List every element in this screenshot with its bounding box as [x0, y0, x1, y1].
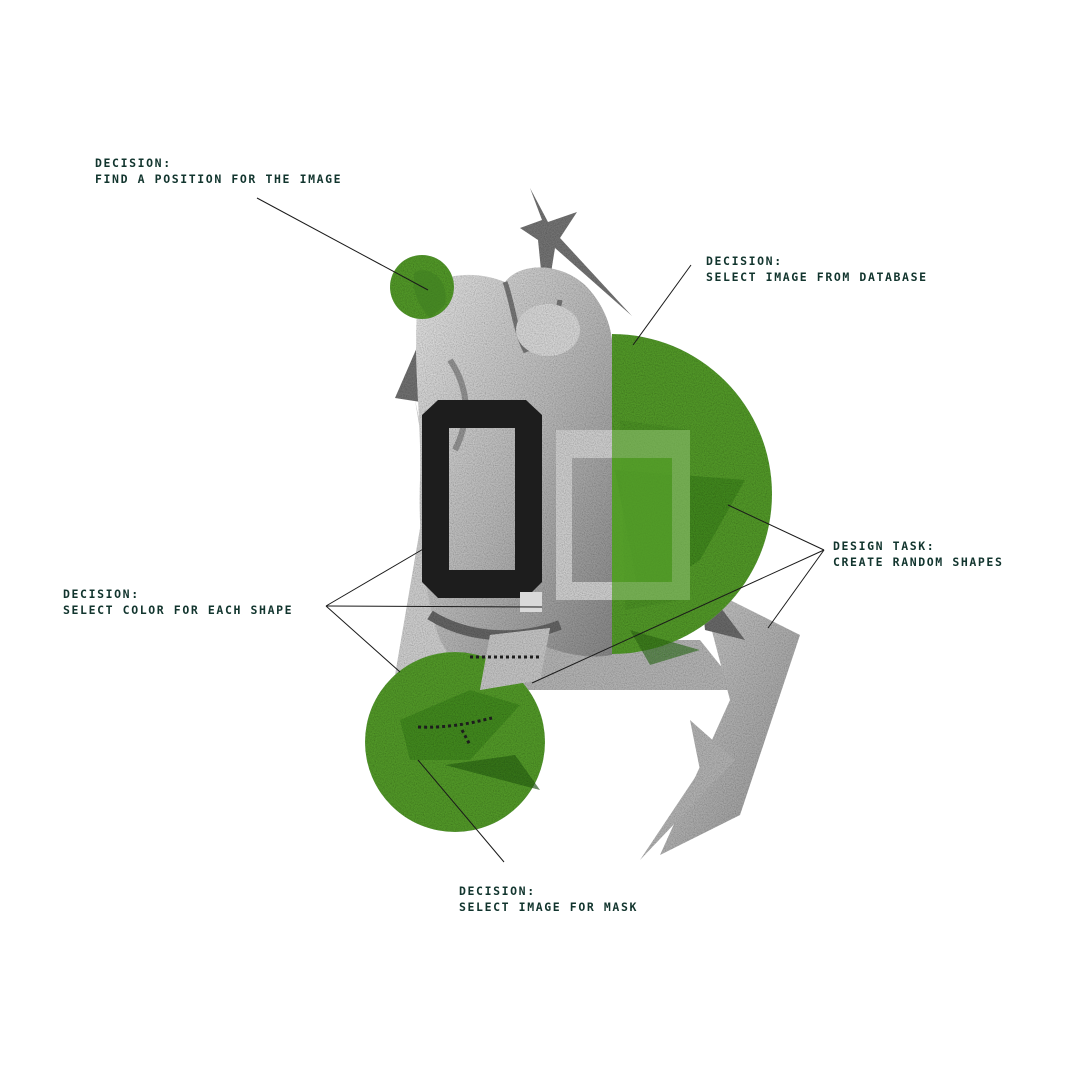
annotation-select-image: DECISION: SELECT IMAGE FROM DATABASE [706, 253, 928, 285]
grey-parallelogram [480, 628, 550, 690]
black-letter-frame [422, 400, 542, 598]
leader-shapes-b [531, 549, 825, 684]
annotation-heading: DECISION: [459, 884, 536, 898]
right-shard-2 [640, 720, 735, 860]
leader-shapes-a [727, 504, 825, 551]
annotation-heading: DECISION: [95, 156, 172, 170]
annotation-text: SELECT IMAGE FOR MASK [459, 900, 638, 914]
annotation-select-color: DECISION: SELECT COLOR FOR EACH SHAPE [63, 586, 293, 618]
leader-mask [417, 759, 505, 863]
annotation-random-shapes: DESIGN TASK: CREATE RANDOM SHAPES [833, 538, 1003, 570]
annotation-select-mask: DECISION: SELECT IMAGE FOR MASK [459, 883, 638, 915]
annotation-text: CREATE RANDOM SHAPES [833, 555, 1004, 569]
annotation-text: SELECT IMAGE FROM DATABASE [706, 270, 928, 284]
leader-shapes-c [767, 549, 825, 629]
leader-lines [256, 197, 825, 863]
annotation-text: SELECT COLOR FOR EACH SHAPE [63, 603, 294, 617]
leader-position [256, 197, 429, 291]
leader-color-c [325, 605, 401, 673]
annotation-find-position: DECISION: FIND A POSITION FOR THE IMAGE [95, 155, 342, 187]
bottom-green-circle [365, 652, 545, 832]
annotation-heading: DECISION: [706, 254, 783, 268]
letter-shapes [422, 400, 690, 612]
annotation-text: FIND A POSITION FOR THE IMAGE [95, 172, 343, 186]
annotation-heading: DECISION: [63, 587, 140, 601]
leader-color-b [325, 605, 543, 608]
annotation-heading: DESIGN TASK: [833, 539, 936, 553]
leader-database [632, 264, 692, 346]
leader-color-a [325, 547, 426, 607]
